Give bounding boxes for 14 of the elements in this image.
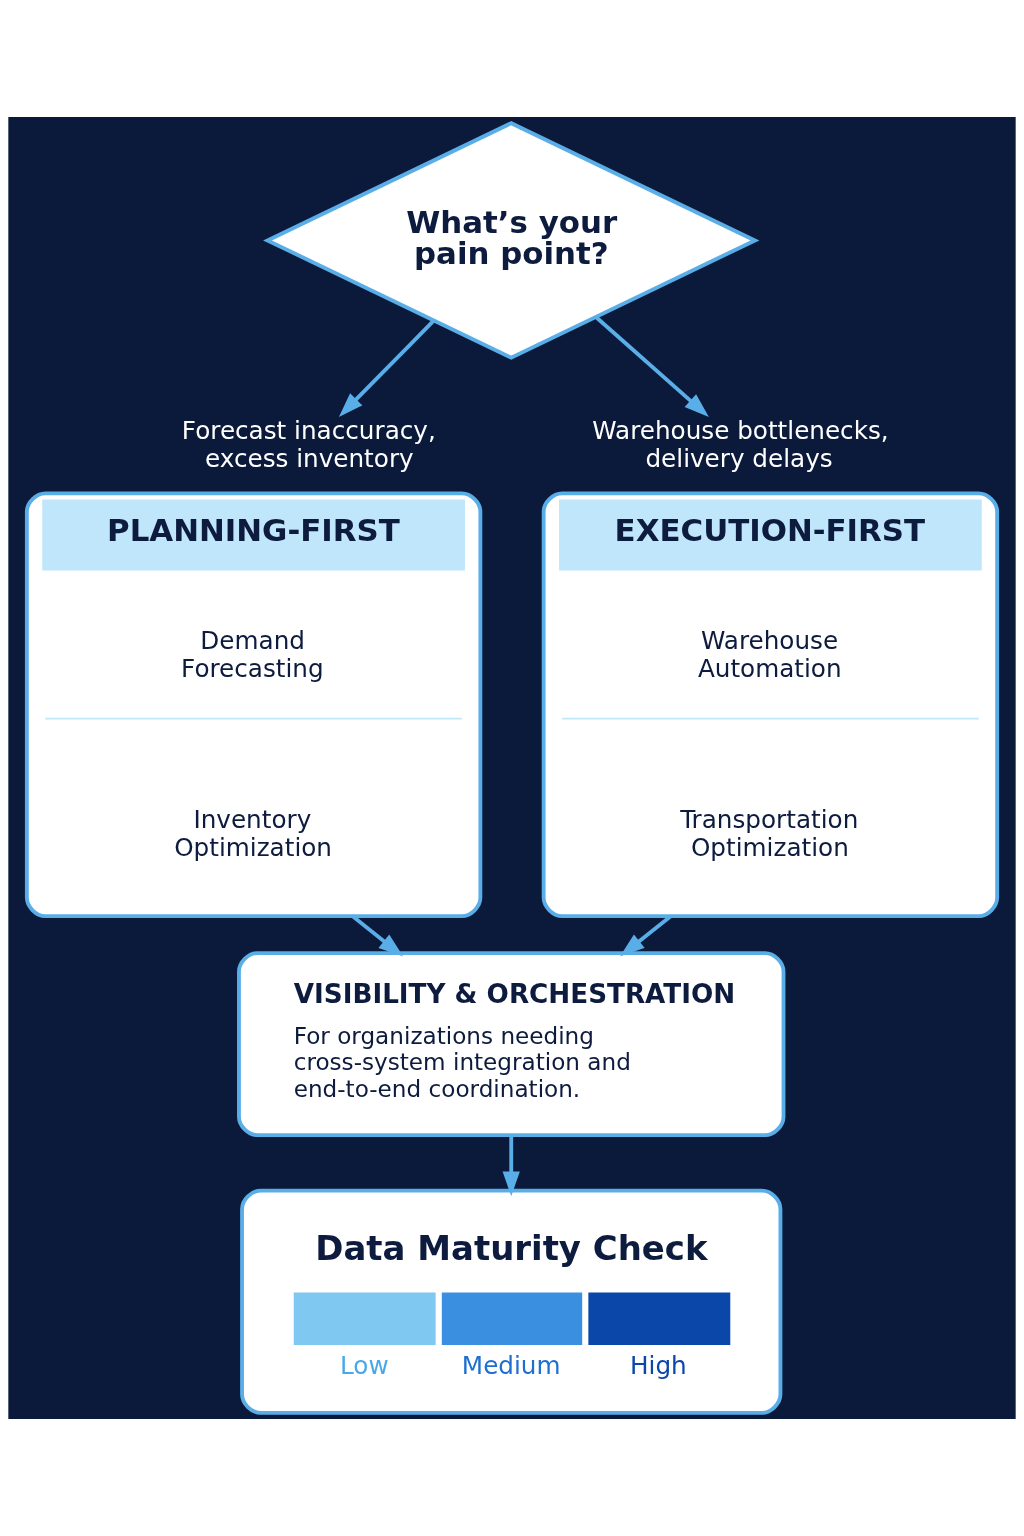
arrow — [619, 914, 673, 957]
node-text: Warehouse Automation — [697, 625, 842, 683]
arrow — [338, 319, 436, 417]
node-box: Data Maturity Check Low Medium High — [240, 1188, 783, 1415]
arrow — [351, 914, 404, 957]
arrow — [502, 1135, 520, 1197]
node-text: Transportation Optimization — [680, 804, 859, 862]
node-text: Inventory Optimization — [174, 804, 332, 862]
node-box: VISIBILITY & ORCHESTRATION For organizations needing cross-system integration and end-to-end coordination. — [237, 951, 786, 1138]
node-diamond: What’s your pain point? — [263, 121, 760, 360]
node-text: Warehouse bottlenecks, delivery delays — [592, 416, 889, 473]
arrow — [594, 315, 709, 418]
node-text: Forecast inaccuracy, excess inventory — [181, 416, 436, 473]
node-text: Demand Forecasting — [181, 625, 324, 683]
